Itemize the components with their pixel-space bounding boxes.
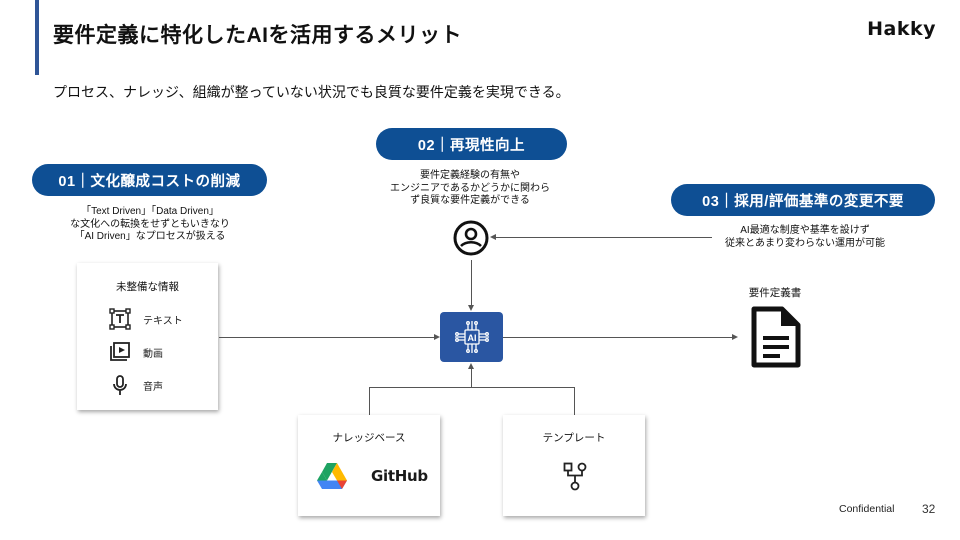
connector-ai-to-output [503,337,733,338]
input-item-video: 動画 [109,342,163,362]
connector-inputs-to-ai [219,337,434,338]
page-title: 要件定義に特化したAIを活用するメリット [53,24,462,47]
benefit-01-description: 「Text Driven」「Data Driven」 な文化への転換をせずともい… [70,206,230,242]
connector-user-to-ai [471,260,472,306]
arrow-head [732,334,738,340]
github-logo: GitHub [371,467,428,485]
connector-sources-horizontal [369,387,575,388]
ai-engine: AI [440,312,503,362]
arrow-head [490,234,496,240]
connector-knowledge [369,387,370,415]
output-label: 要件定義書 [748,287,802,299]
document-icon [751,306,801,368]
arrow-head [468,305,474,311]
card-title: 未整備な情報 [116,281,179,293]
ai-chip-icon: AI [454,321,489,353]
benefit-03-description: AI最適な制度や基準を設けず 従来とあまり変わらない運用が可能 [725,225,885,249]
benefit-02-description: 要件定義経験の有無や エンジニアであるかどうかに関わら ず良質な要件定義ができる [390,170,550,206]
unstructured-info-card: 未整備な情報 テキスト 動画 音声 [77,263,218,410]
microphone-icon [113,375,127,395]
benefit-02-badge: 02｜再現性向上 [376,128,567,160]
benefit-01-badge: 01｜文化醸成コストの削減 [32,164,267,196]
connector-template [574,387,575,415]
input-item-text: テキスト [109,308,183,330]
connector-sources-to-ai [471,368,472,388]
template-card: テンプレート [503,415,645,516]
benefit-03-badge: 03｜採用/評価基準の変更不要 [671,184,935,216]
card-title: ナレッジベース [332,432,406,444]
page-subtitle: プロセス、ナレッジ、組織が整っていない状況でも良質な要件定義を実現できる。 [53,84,570,100]
text-box-icon [109,308,131,330]
card-title: テンプレート [542,432,606,444]
knowledge-base-card: ナレッジベース GitHub [298,415,440,516]
confidential-label: Confidential [839,503,895,515]
connector-benefit03-to-user [496,237,712,238]
flowchart-icon [563,462,587,491]
svg-text:AI: AI [467,333,476,343]
company-logo: Hakky [867,18,936,40]
arrow-head [434,334,440,340]
video-library-icon [110,342,130,361]
google-drive-logo [317,463,347,489]
page-number: 32 [922,502,936,516]
user-circle-icon [453,220,489,256]
accent-bar [35,0,39,75]
input-item-audio: 音声 [109,374,163,396]
arrow-head [468,363,474,369]
